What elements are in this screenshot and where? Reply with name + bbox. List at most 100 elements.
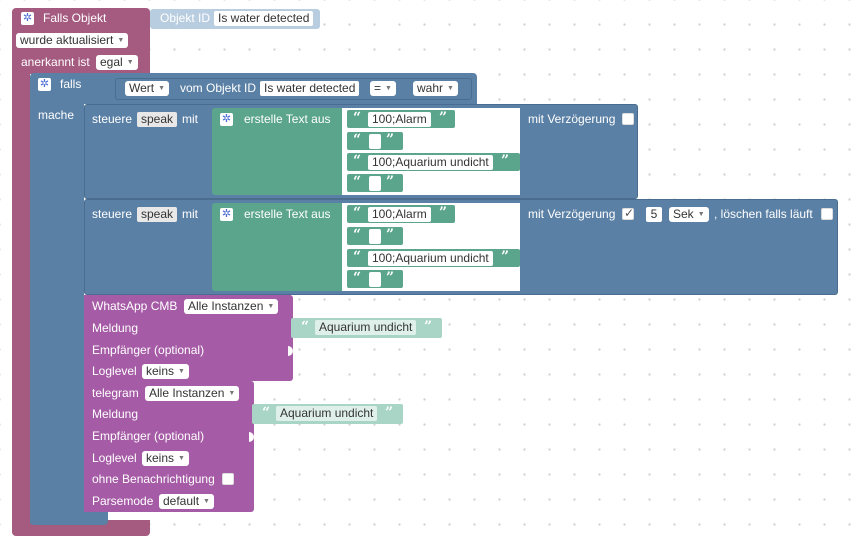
quote-close-icon: ” <box>501 249 510 265</box>
telegram-parsemode-label: Parsemode <box>92 494 154 508</box>
whatsapp-loglevel-label: Loglevel <box>92 364 137 378</box>
speak-label-mit: mit <box>182 112 198 126</box>
if-label: falls <box>60 77 82 91</box>
ack-dropdown[interactable]: egal ▼ <box>96 55 138 70</box>
speak-target[interactable]: speak <box>137 207 178 222</box>
clear-label: , löschen falls läuft <box>714 207 813 221</box>
bool-value-dropdown[interactable]: wahr ▼ <box>413 81 458 96</box>
telegram-loglevel-dropdown[interactable]: keins ▼ <box>142 451 189 466</box>
if-block-spine <box>30 104 84 524</box>
delay-checkbox[interactable] <box>622 206 634 220</box>
gear-icon[interactable]: ✲ <box>21 12 34 25</box>
quote-open-icon: “ <box>353 227 362 243</box>
operator-dropdown[interactable]: = ▼ <box>370 81 396 96</box>
text-value[interactable]: 100;Alarm <box>368 207 431 222</box>
text-value[interactable] <box>369 272 381 287</box>
whatsapp-message-label: Meldung <box>92 321 139 335</box>
silent-checkbox[interactable] <box>222 473 234 485</box>
speak-target[interactable]: speak <box>137 112 178 127</box>
telegram-parsemode-dropdown[interactable]: default ▼ <box>159 494 214 509</box>
dropdown-arrow-icon: ▼ <box>117 37 125 44</box>
quote-close-icon: ” <box>386 270 395 286</box>
whatsapp-title: WhatsApp CMB <box>92 299 178 313</box>
whatsapp-loglevel-dropdown[interactable]: keins ▼ <box>142 364 189 379</box>
quote-open-icon: “ <box>353 132 362 148</box>
event-block-spine <box>12 70 30 532</box>
speak-label-prefix: steuere <box>92 207 133 221</box>
dropdown-arrow-icon: ▼ <box>126 59 134 66</box>
quote-close-icon: ” <box>386 174 395 190</box>
if-block-footer <box>30 512 108 525</box>
gear-icon[interactable]: ✲ <box>38 78 51 91</box>
ack-label: anerkannt ist <box>21 55 90 69</box>
object-id-label: Objekt ID <box>160 11 211 25</box>
quote-open-icon: “ <box>353 270 362 286</box>
do-label: mache <box>38 108 75 122</box>
telegram-message-label: Meldung <box>92 407 139 421</box>
text-value[interactable]: 100;Alarm <box>368 112 431 127</box>
telegram-loglevel-value: keins <box>146 451 175 465</box>
speak-label-mit: mit <box>182 207 198 221</box>
quote-close-icon: ” <box>439 110 448 126</box>
operator-label: = <box>374 81 382 95</box>
telegram-recipient-label: Empfänger (optional) <box>92 429 205 443</box>
dropdown-arrow-icon: ▼ <box>447 85 454 92</box>
recipient-input-socket[interactable] <box>288 346 293 356</box>
quote-close-icon: ” <box>386 132 395 148</box>
quote-close-icon: ” <box>424 319 433 335</box>
text-join-label: erstelle Text aus <box>244 112 331 126</box>
text-value[interactable]: 100;Aquarium undicht <box>368 251 493 266</box>
whatsapp-message-text[interactable]: Aquarium undicht <box>315 320 417 335</box>
whatsapp-instance-label: Alle Instanzen <box>188 299 264 313</box>
quote-open-icon: “ <box>353 249 362 265</box>
dropdown-arrow-icon: ▼ <box>158 85 166 92</box>
dropdown-arrow-icon: ▼ <box>228 390 236 397</box>
gear-icon[interactable]: ✲ <box>220 208 233 221</box>
telegram-loglevel-label: Loglevel <box>92 451 137 465</box>
dropdown-arrow-icon: ▼ <box>178 455 185 462</box>
delay-unit-dropdown[interactable]: Sek ▼ <box>669 207 709 222</box>
dropdown-arrow-icon: ▼ <box>178 368 185 375</box>
telegram-parsemode-value: default <box>163 494 200 508</box>
object-id-value[interactable]: Is water detected <box>214 11 314 26</box>
text-value[interactable] <box>369 229 381 244</box>
dropdown-arrow-icon: ▼ <box>203 498 210 505</box>
recipient-input-socket[interactable] <box>249 432 254 442</box>
delay-value[interactable]: 5 <box>646 207 662 222</box>
quote-open-icon: “ <box>353 174 362 190</box>
text-value[interactable] <box>369 176 381 191</box>
value-field-label: Wert <box>129 81 155 95</box>
text-value[interactable] <box>369 134 381 149</box>
telegram-instance-dropdown[interactable]: Alle Instanzen ▼ <box>145 386 240 401</box>
delay-checkbox[interactable] <box>622 113 634 125</box>
quote-close-icon: ” <box>386 227 395 243</box>
from-object-label: vom Objekt ID <box>180 81 257 95</box>
telegram-block[interactable] <box>84 381 254 512</box>
telegram-title: telegram <box>92 386 139 400</box>
text-value[interactable]: 100;Aquarium undicht <box>368 155 493 170</box>
trigger-dropdown[interactable]: wurde aktualisiert ▼ <box>16 33 129 48</box>
delay-label: mit Verzögerung <box>528 207 616 221</box>
telegram-instance-label: Alle Instanzen <box>149 386 225 400</box>
gear-icon[interactable]: ✲ <box>220 113 233 126</box>
dropdown-arrow-icon: ▼ <box>385 85 392 92</box>
quote-close-icon: ” <box>501 153 510 169</box>
compare-object-id[interactable]: Is water detected <box>260 81 360 96</box>
quote-open-icon: “ <box>353 153 362 169</box>
quote-open-icon: “ <box>353 205 362 221</box>
telegram-message-text[interactable]: Aquarium undicht <box>276 406 378 421</box>
whatsapp-instance-dropdown[interactable]: Alle Instanzen ▼ <box>184 299 279 314</box>
text-join-label: erstelle Text aus <box>244 207 331 221</box>
event-title: Falls Objekt <box>43 11 107 25</box>
ack-dropdown-label: egal <box>100 55 123 69</box>
delay-unit-label: Sek <box>673 207 694 221</box>
whatsapp-loglevel-value: keins <box>146 364 175 378</box>
telegram-silent-label: ohne Benachrichtigung <box>92 472 215 486</box>
quote-open-icon: “ <box>353 110 362 126</box>
dropdown-arrow-icon: ▼ <box>267 303 275 310</box>
delay-label: mit Verzögerung <box>528 112 616 126</box>
trigger-dropdown-label: wurde aktualisiert <box>20 33 114 47</box>
value-field-dropdown[interactable]: Wert ▼ <box>125 81 170 96</box>
clear-checkbox[interactable] <box>821 208 833 220</box>
speak-label-prefix: steuere <box>92 112 133 126</box>
